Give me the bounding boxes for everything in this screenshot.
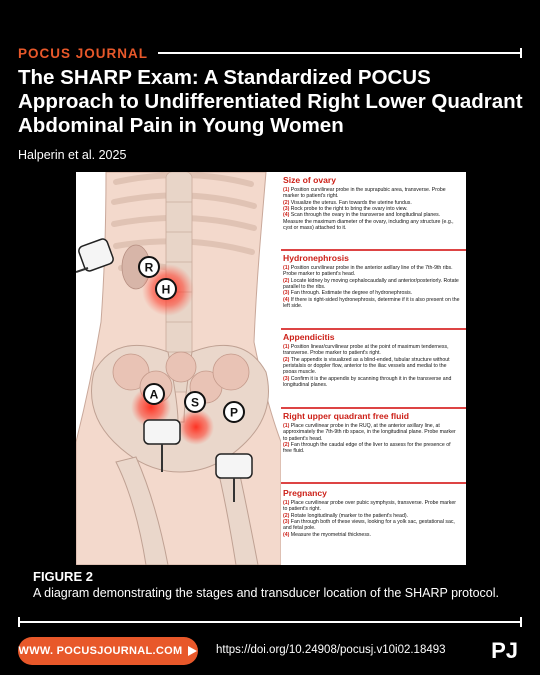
- section-steps: (1) Place curvilinear probe in the RUQ, …: [283, 423, 463, 455]
- marker-p: [223, 401, 245, 423]
- step-text: Position linear/curvilinear probe at the…: [283, 344, 449, 357]
- marker-h-label: H: [162, 283, 171, 297]
- step-text: Measure the myometrial thickness.: [290, 531, 371, 538]
- step-number: (2): [283, 356, 290, 363]
- marker-r: [138, 256, 160, 278]
- step-text: Visualize the uterus. Fan towards the ut…: [290, 199, 412, 206]
- marker-s: [184, 391, 206, 413]
- step-text: Fan through. Estimate the degree of hydr…: [290, 290, 413, 297]
- section-title: Size of ovary: [283, 175, 337, 185]
- section-title: Pregnancy: [283, 488, 327, 498]
- step-text: Locate kidney by moving cephalocaudally …: [283, 277, 459, 291]
- step-item: (1) Position curvilinear probe in the su…: [283, 187, 460, 200]
- step-number: (3): [283, 375, 290, 382]
- step-text: If there is right-sided hydronephrosis, …: [283, 296, 460, 310]
- step-item: (4) Measure the myometrial thickness.: [283, 532, 460, 538]
- footer-rule: [18, 617, 522, 627]
- section-steps: (1) Position curvilinear probe in the su…: [283, 187, 463, 231]
- anatomy-illustration: R H A S P: [76, 172, 281, 565]
- section-title: Hydronephrosis: [283, 253, 349, 263]
- step-item: (2) The appendix is visualized as a blin…: [283, 357, 460, 376]
- section-pregnancy: Pregnancy (1) Place curvilinear probe ov…: [281, 488, 463, 538]
- website-link-label: WWW. POCUSJOURNAL.COM: [18, 645, 183, 657]
- marker-r-label: R: [145, 261, 154, 275]
- step-item: (2) Locate kidney by moving cephalocauda…: [283, 278, 460, 291]
- step-number: (2): [283, 199, 290, 206]
- section-divider: [281, 249, 466, 251]
- step-number: (4): [283, 212, 290, 219]
- step-number: (1): [283, 500, 290, 506]
- figure-panel: R H A S P Size of ovary (1) Position cur…: [76, 172, 466, 565]
- section-steps: (1) Position curvilinear probe in the an…: [283, 265, 463, 309]
- step-text: Place curvilinear probe in the RUQ, at t…: [283, 423, 456, 442]
- step-number: (3): [283, 519, 290, 526]
- step-text: Rotate longitudinally (marker to the pat…: [290, 512, 408, 519]
- step-text: Place curvilinear probe over pubic symph…: [283, 500, 456, 513]
- doi-link[interactable]: https://doi.org/10.24908/pocusj.v10i02.1…: [216, 644, 446, 656]
- section-size-of-ovary: Size of ovary (1) Position curvilinear p…: [281, 175, 463, 231]
- step-item: (4) Scan through the ovary in the transv…: [283, 212, 460, 231]
- step-number: (2): [283, 442, 290, 449]
- step-item: (1) Place curvilinear probe over pubic s…: [283, 500, 460, 513]
- section-divider: [281, 407, 466, 409]
- section-divider: [281, 328, 466, 330]
- step-text: Confirm it is the appendix by scanning t…: [283, 375, 452, 389]
- step-text: Position curvilinear probe in the suprap…: [283, 187, 446, 200]
- header-bar: POCUS JOURNAL: [18, 44, 522, 62]
- article-authors: Halperin et al. 2025: [18, 148, 127, 162]
- step-text: Rock probe to the right to bring the ova…: [290, 206, 408, 213]
- step-number: (3): [283, 290, 290, 297]
- step-text: Position curvilinear probe in the anteri…: [283, 265, 453, 278]
- step-item: (3) Rock probe to the right to bring the…: [283, 206, 460, 212]
- journal-name: POCUS JOURNAL: [18, 45, 149, 61]
- step-item: (3) Confirm it is the appendix by scanni…: [283, 376, 460, 389]
- article-title: The SHARP Exam: A Standardized POCUS App…: [18, 66, 523, 137]
- section-appendicitis: Appendicitis (1) Position linear/curvili…: [281, 332, 463, 388]
- step-number: (2): [283, 277, 290, 284]
- step-item: (4) If there is right-sided hydronephros…: [283, 297, 460, 310]
- step-number: (1): [283, 265, 290, 271]
- step-number: (1): [283, 187, 290, 193]
- step-number: (2): [283, 512, 290, 519]
- step-text: Fan through both of these views, looking…: [283, 519, 455, 532]
- step-item: (1) Place curvilinear probe in the RUQ, …: [283, 423, 460, 442]
- step-item: (2) Visualize the uterus. Fan towards th…: [283, 200, 460, 206]
- marker-p-label: P: [230, 406, 238, 420]
- play-arrow-icon: [188, 646, 198, 656]
- section-divider: [281, 482, 466, 484]
- section-title: Right upper quadrant free fluid: [283, 411, 410, 421]
- figure-caption: A diagram demonstrating the stages and t…: [33, 586, 500, 600]
- step-item: (1) Position curvilinear probe in the an…: [283, 265, 460, 278]
- step-item: (2) Rotate longitudinally (marker to the…: [283, 513, 460, 519]
- website-link-button[interactable]: WWW. POCUSJOURNAL.COM: [18, 637, 198, 665]
- step-number: (1): [283, 423, 290, 429]
- section-title: Appendicitis: [283, 332, 335, 342]
- section-steps: (1) Place curvilinear probe over pubic s…: [283, 500, 463, 538]
- step-number: (1): [283, 344, 290, 350]
- section-ruq-free-fluid: Right upper quadrant free fluid (1) Plac…: [281, 411, 463, 455]
- journal-logo: PJ: [491, 638, 518, 663]
- step-text: The appendix is visualized as a blind-en…: [283, 356, 450, 376]
- step-item: (1) Position linear/curvilinear probe at…: [283, 344, 460, 357]
- marker-a-label: A: [150, 388, 159, 402]
- section-hydronephrosis: Hydronephrosis (1) Position curvilinear …: [281, 253, 463, 309]
- protocol-steps-panel: Size of ovary (1) Position curvilinear p…: [281, 172, 466, 565]
- marker-a: [143, 383, 165, 405]
- figure-label: FIGURE 2: [33, 569, 93, 584]
- step-text: Fan through the caudal edge of the liver…: [283, 442, 451, 455]
- header-rule: [158, 48, 522, 58]
- step-item: (3) Fan through. Estimate the degree of …: [283, 290, 460, 296]
- marker-h: [155, 278, 177, 300]
- marker-s-label: S: [191, 396, 199, 410]
- step-text: Scan through the ovary in the transverse…: [283, 212, 454, 232]
- step-number: (4): [283, 531, 290, 538]
- section-steps: (1) Position linear/curvilinear probe at…: [283, 344, 463, 388]
- step-item: (2) Fan through the caudal edge of the l…: [283, 442, 460, 455]
- step-item: (3) Fan through both of these views, loo…: [283, 519, 460, 532]
- step-number: (4): [283, 296, 290, 303]
- step-number: (3): [283, 206, 290, 213]
